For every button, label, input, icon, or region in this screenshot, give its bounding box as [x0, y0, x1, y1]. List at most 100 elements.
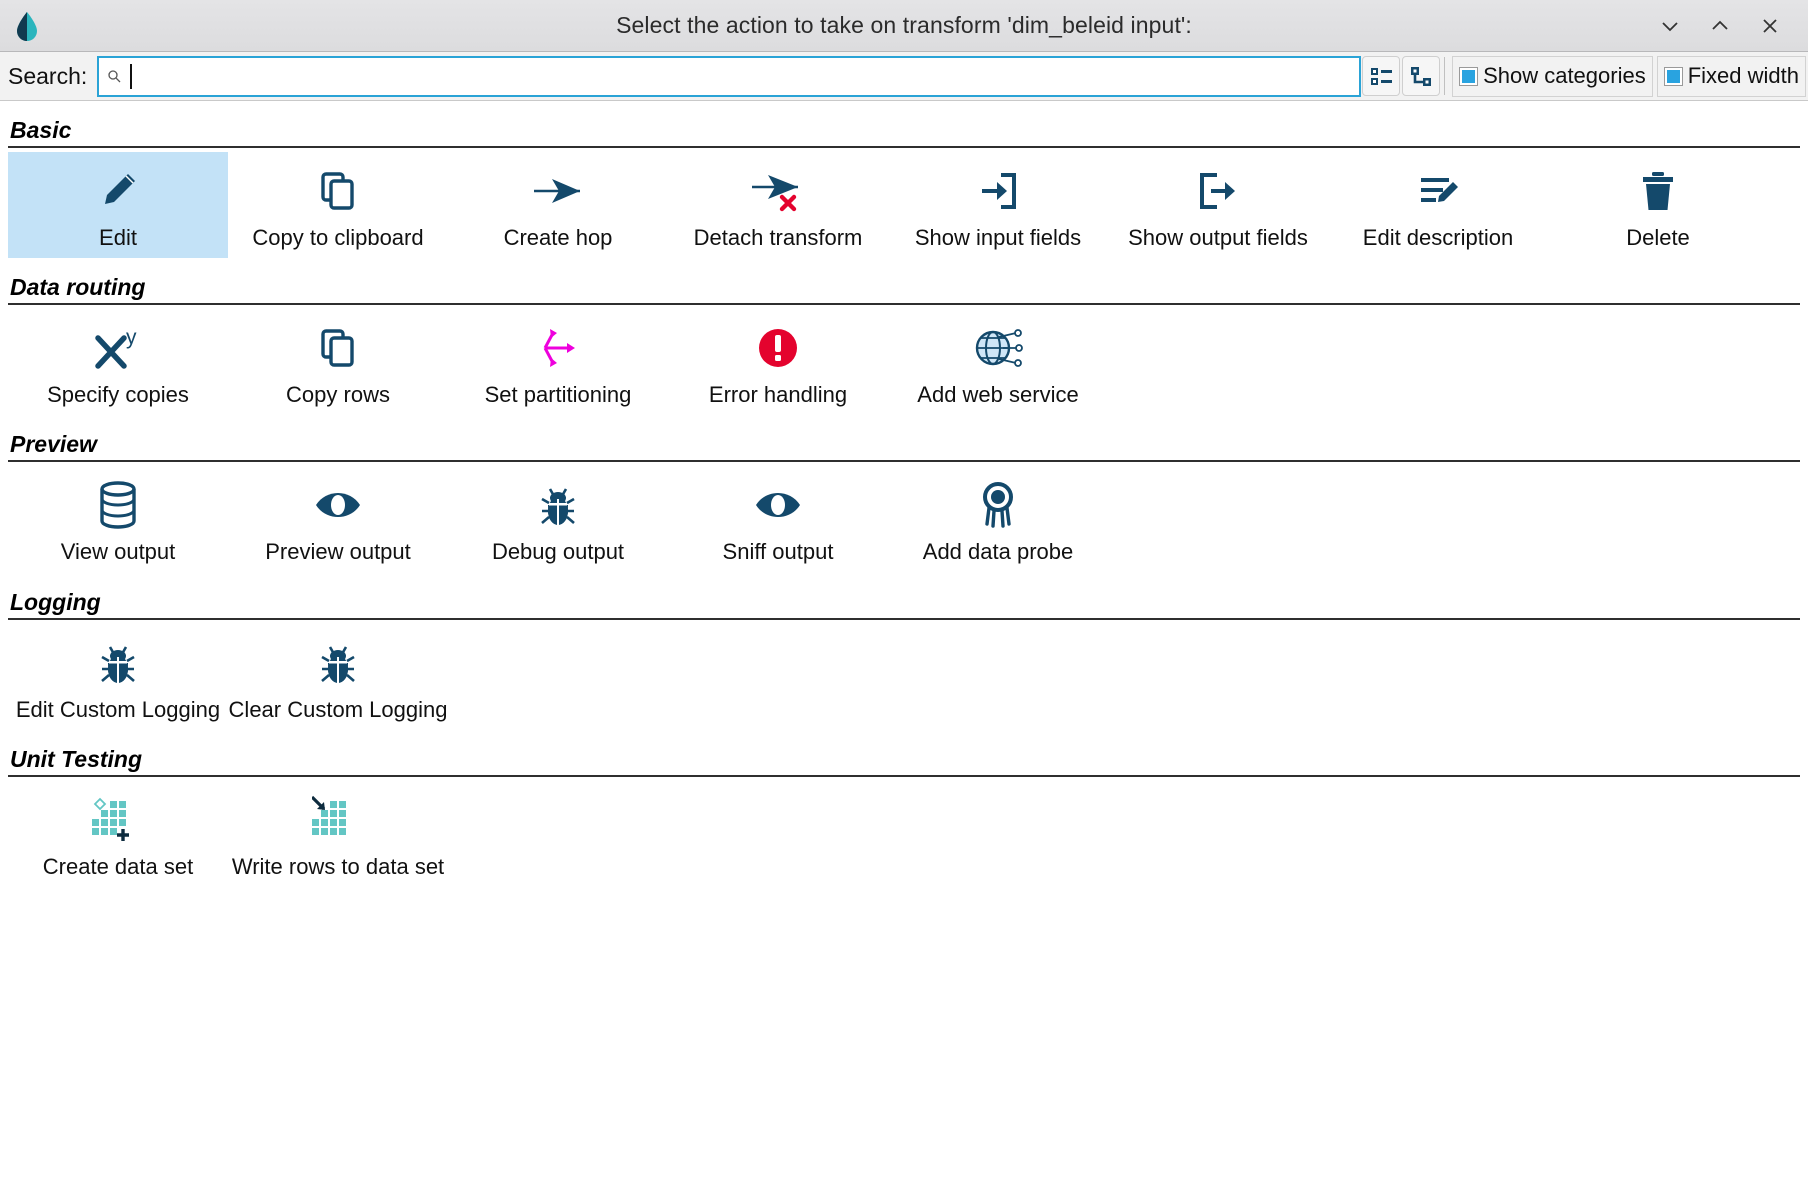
section-divider	[8, 303, 1800, 306]
action-item-label: Copy to clipboard	[252, 225, 424, 250]
section-heading: Data routing	[10, 274, 146, 301]
action-item-show-input-fields[interactable]: Show input fields	[888, 152, 1108, 258]
dataset-arrow-icon	[312, 791, 364, 849]
action-item-label: Edit	[99, 225, 137, 250]
action-item-label: Create hop	[503, 225, 613, 250]
action-item-copy-to-clipboard[interactable]: Copy to clipboard	[228, 152, 448, 258]
fixed-width-label: Fixed width	[1687, 63, 1799, 88]
list-view-button[interactable]	[1362, 56, 1401, 96]
action-item-label: Edit Custom Logging	[15, 696, 221, 722]
action-item-create-data-set[interactable]: Create data set	[8, 781, 228, 887]
eye-icon	[752, 476, 804, 534]
action-item-clear-custom-logging[interactable]: Clear Custom Logging	[228, 624, 448, 730]
action-item-label: Sniff output	[722, 539, 834, 565]
action-item-delete[interactable]: Delete	[1548, 152, 1768, 258]
action-item-sniff-output[interactable]: Sniff output	[668, 466, 888, 572]
checkbox-icon	[1459, 66, 1479, 86]
show-categories-checkbox[interactable]: Show categories	[1452, 55, 1653, 97]
section-divider	[8, 146, 1800, 148]
action-item-label: Create data set	[42, 853, 194, 879]
action-item-set-partitioning[interactable]: Set partitioning	[448, 309, 668, 415]
error-circle-icon	[755, 319, 801, 377]
action-item-copy-rows[interactable]: Copy rows	[228, 309, 448, 415]
title-bar: Select the action to take on transform '…	[0, 0, 1808, 52]
probe-icon	[976, 476, 1020, 534]
search-toolbar: Search: Show categories F	[0, 52, 1808, 101]
action-grid: View output Preview output Debug output Sni…	[8, 466, 1800, 572]
toolbar-divider	[1444, 57, 1446, 95]
action-item-label: Copy rows	[286, 382, 390, 408]
lines-pencil-icon	[1415, 162, 1461, 220]
action-item-detach-transform[interactable]: Detach transform	[668, 152, 888, 258]
magnifier-icon	[105, 69, 123, 84]
action-grid: Edit Copy to clipboard Create hop Detach tr…	[8, 152, 1800, 259]
section-heading: Preview	[10, 431, 97, 458]
action-item-label: Preview output	[265, 539, 411, 565]
action-item-label: Clear Custom Logging	[228, 696, 448, 722]
action-grid: Create data set Write rows to data set	[8, 781, 1800, 887]
section-divider	[8, 617, 1800, 620]
trash-icon	[1636, 162, 1680, 220]
section-heading: Basic	[10, 117, 72, 143]
bug-icon	[316, 634, 360, 692]
hop-droplet-icon	[10, 9, 44, 43]
dataset-plus-icon	[92, 791, 144, 849]
section-divider	[8, 774, 1800, 777]
arrow-hop-icon	[532, 162, 584, 220]
maximize-button[interactable]	[1704, 10, 1736, 42]
window-title: Select the action to take on transform '…	[616, 12, 1192, 38]
action-grid: Edit Custom Logging Clear Custom Logging	[8, 624, 1800, 730]
action-item-label: Debug output	[491, 539, 625, 565]
close-button[interactable]	[1754, 10, 1786, 42]
svg-text:y: y	[126, 326, 137, 349]
minimize-button[interactable]	[1654, 10, 1686, 42]
action-item-edit-description[interactable]: Edit description	[1328, 152, 1548, 258]
action-item-label: Edit description	[1362, 225, 1514, 250]
show-categories-label: Show categories	[1483, 63, 1646, 88]
action-item-view-output[interactable]: View output	[8, 466, 228, 572]
action-item-add-web-service[interactable]: Add web service	[888, 309, 1108, 415]
bug-icon	[96, 634, 140, 692]
action-item-label: View output	[60, 539, 176, 565]
action-item-add-data-probe[interactable]: Add data probe	[888, 466, 1108, 572]
action-item-create-hop[interactable]: Create hop	[448, 152, 668, 258]
database-icon	[97, 476, 139, 534]
action-item-label: Add data probe	[922, 539, 1074, 565]
fixed-width-checkbox[interactable]: Fixed width	[1656, 55, 1806, 97]
partition-arrows-icon	[533, 319, 583, 377]
action-item-edit-custom-logging[interactable]: Edit Custom Logging	[8, 624, 228, 730]
action-item-label: Detach transform	[693, 225, 863, 250]
action-item-error-handling[interactable]: Error handling	[668, 309, 888, 415]
action-item-label: Write rows to data set	[231, 853, 445, 879]
action-item-write-rows-to-data-set[interactable]: Write rows to data set	[228, 781, 448, 887]
arrow-out-of-box-icon	[1195, 162, 1241, 220]
bug-icon	[536, 476, 580, 534]
arrow-detach-icon	[750, 162, 806, 220]
eye-icon	[312, 476, 364, 534]
section-heading: Logging	[10, 588, 101, 615]
action-item-label: Show input fields	[914, 225, 1082, 250]
section-heading: Unit Testing	[10, 745, 143, 772]
action-item-debug-output[interactable]: Debug output	[448, 466, 668, 572]
action-item-show-output-fields[interactable]: Show output fields	[1108, 152, 1328, 258]
copy-icon	[315, 162, 361, 220]
action-item-label: Delete	[1626, 225, 1690, 250]
arrow-into-box-icon	[975, 162, 1021, 220]
search-input[interactable]	[97, 55, 1362, 97]
action-item-preview-output[interactable]: Preview output	[228, 466, 448, 572]
action-item-label: Set partitioning	[484, 382, 632, 408]
action-item-edit[interactable]: Edit	[8, 152, 228, 259]
section-divider	[8, 460, 1800, 463]
action-item-label: Add web service	[917, 382, 1079, 408]
checkbox-icon	[1663, 66, 1683, 86]
section-unit-testing: Unit Testing Create data set Write rows …	[8, 740, 1800, 887]
pencil-icon	[95, 162, 141, 220]
action-item-label: Specify copies	[47, 382, 189, 408]
tree-view-button[interactable]	[1402, 56, 1441, 96]
